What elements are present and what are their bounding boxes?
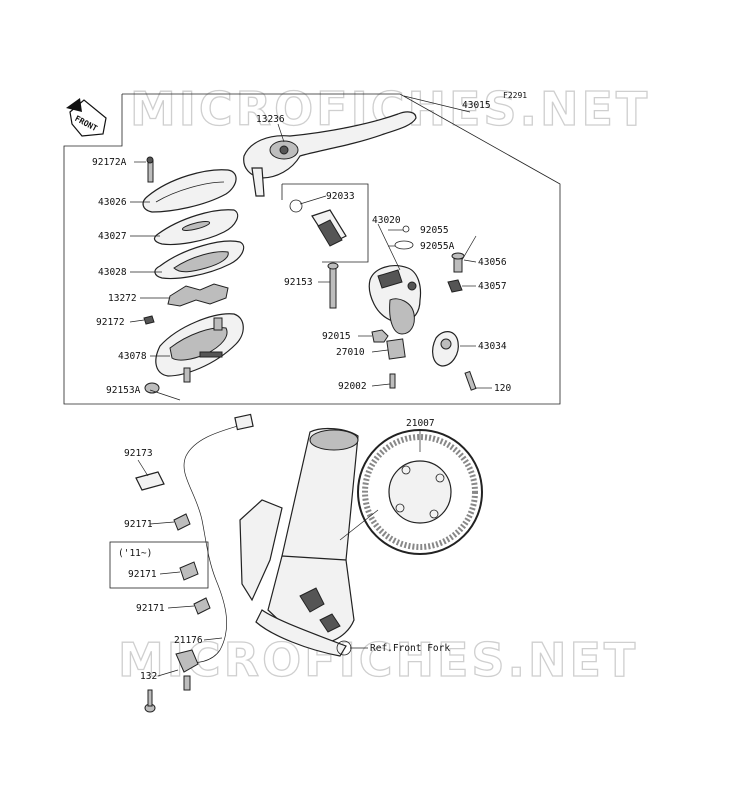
plate-43027 (153, 209, 239, 246)
label-132: 132 (140, 671, 157, 682)
front-direction-marker: FRONT (66, 98, 107, 137)
leader-43015 (403, 95, 471, 113)
seal-13272 (167, 283, 229, 307)
label-92171-c: 92171 (136, 603, 165, 614)
label-92033: 92033 (326, 191, 355, 202)
label-43027: 43027 (98, 231, 127, 242)
abs-sensor-21176 (175, 413, 254, 691)
label-92171-b: 92171 (128, 569, 157, 580)
piston-kit-box (282, 183, 369, 263)
label-120: 120 (494, 383, 511, 394)
grommet-92171-c (193, 597, 211, 615)
front-fork (239, 427, 359, 657)
year-note-box (109, 541, 209, 589)
label-92172A: 92172A (92, 157, 127, 168)
fitting-43056 (451, 252, 465, 273)
watermark-bottom: MICROFICHES.NET (118, 633, 638, 687)
label-92172: 92172 (96, 317, 125, 328)
label-92055A: 92055A (420, 241, 455, 252)
reservoir-cap-43026 (142, 169, 237, 213)
label-92173: 92173 (124, 448, 153, 459)
bolt-92153 (327, 262, 339, 309)
label-ref-front-fork: Ref.Front Fork (370, 643, 450, 654)
kit-outline (63, 93, 561, 405)
label-92002: 92002 (338, 381, 367, 392)
clamp-92173 (135, 471, 165, 491)
label-43057: 43057 (478, 281, 507, 292)
label-43026: 43026 (98, 197, 127, 208)
screw-92172 (143, 315, 155, 325)
switch-27010 (386, 338, 406, 360)
leader-13236 (277, 123, 285, 143)
label-21007: 21007 (406, 418, 435, 429)
label-43015: 43015 (462, 100, 491, 111)
label-43028: 43028 (98, 267, 127, 278)
bolt-92002 (389, 373, 396, 389)
brake-lever (243, 111, 417, 197)
piston-92033 (289, 199, 347, 247)
oring-92055 (402, 225, 410, 233)
reservoir-body-43078 (155, 313, 244, 383)
bolt-132 (144, 689, 156, 713)
label-92153: 92153 (284, 277, 313, 288)
callout-labels: 43015 13236 92172A 43026 43027 43028 132… (92, 100, 511, 682)
label-13236: 13236 (256, 114, 285, 125)
label-year-note: ('11~) (118, 548, 152, 559)
label-13272: 13272 (108, 293, 137, 304)
label-92055: 92055 (420, 225, 449, 236)
grommet-92171-a (173, 513, 191, 531)
bolt-92153A (144, 382, 160, 394)
label-21176: 21176 (174, 635, 203, 646)
label-43078: 43078 (118, 351, 147, 362)
grommet-92171-b (179, 561, 199, 581)
bolt-120 (464, 370, 477, 391)
cap-43057 (447, 279, 463, 293)
label-92015: 92015 (322, 331, 351, 342)
label-92171-a: 92171 (124, 519, 153, 530)
label-43056: 43056 (478, 257, 507, 268)
leader-lines (129, 161, 492, 677)
label-43020: 43020 (372, 215, 401, 226)
label-92153A: 92153A (106, 385, 141, 396)
nut-92015 (371, 329, 389, 343)
clamp-43034 (432, 331, 459, 367)
diagram-code: F2291 (503, 91, 527, 100)
diaphragm-43028 (154, 240, 245, 280)
master-cylinder-43020 (368, 265, 422, 335)
label-27010: 27010 (336, 347, 365, 358)
screw-92172A (146, 156, 154, 183)
label-43034: 43034 (478, 341, 507, 352)
oring-92055A (394, 240, 414, 250)
